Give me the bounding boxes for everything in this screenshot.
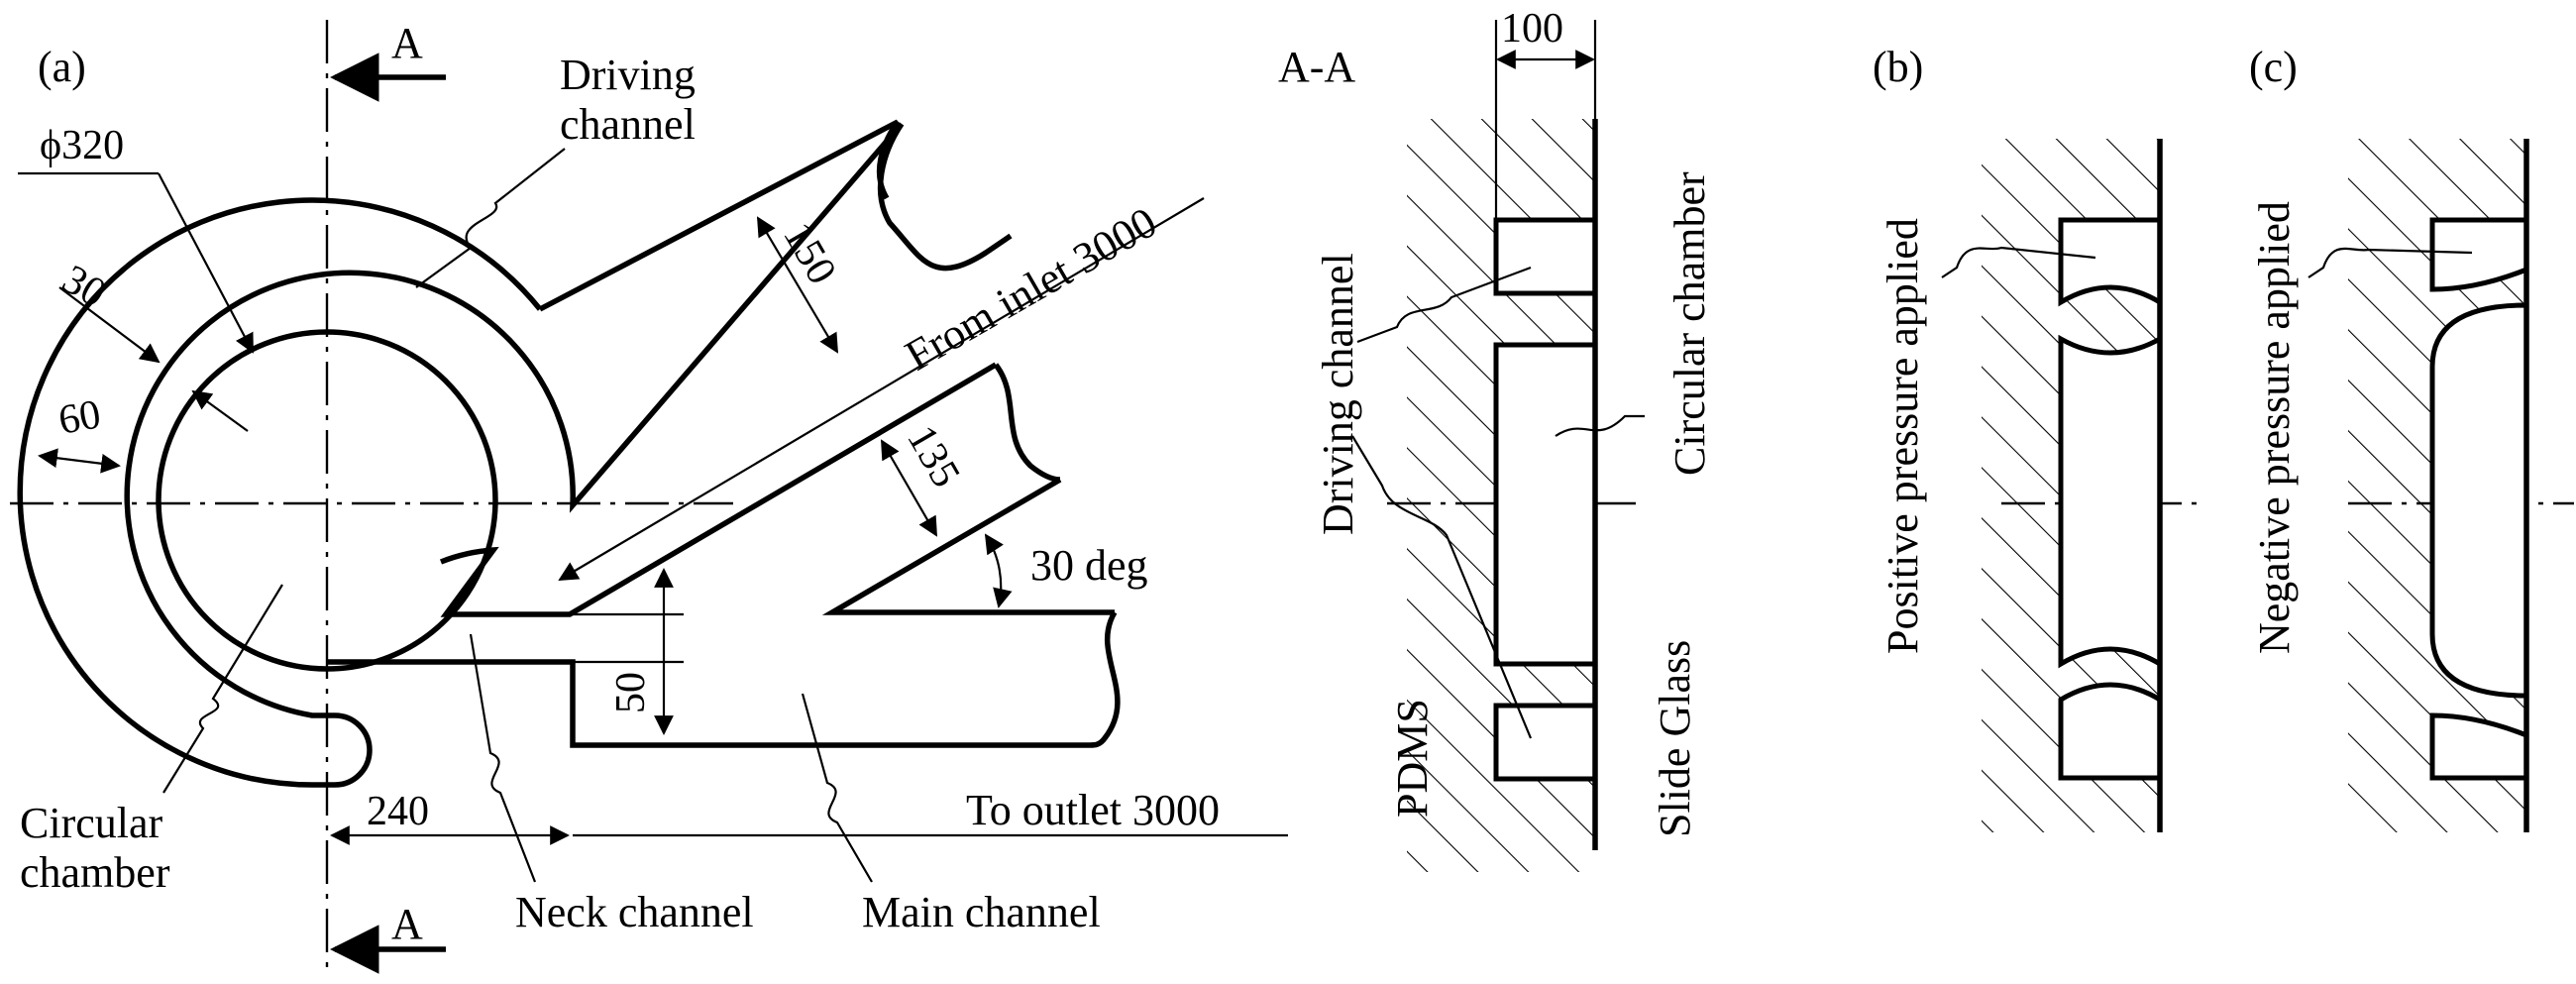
main-channel-label: Main channel — [862, 888, 1101, 936]
driving-channel-label-1: Driving — [560, 51, 696, 99]
circular-chamber-label-1: Circular — [20, 799, 163, 847]
channel-width-dim-line — [38, 448, 121, 474]
panel-b-caption: Positive pressure applied — [1878, 218, 1927, 654]
main-channel-lower-angled — [821, 477, 1115, 615]
main-width-dim-line — [881, 439, 937, 537]
circular-chamber-outline — [156, 329, 498, 672]
panel-b: (b) Positive pressure applied — [1873, 43, 2200, 832]
circular-chamber-cavity — [1493, 342, 1598, 667]
panel-b-cavity-bottom — [2058, 682, 2162, 781]
pdms-label: PDMS — [1388, 699, 1437, 818]
panel-c-leader — [2308, 247, 2473, 278]
section-aa-label: A-A — [1278, 43, 1355, 91]
section-marker-top: A — [330, 19, 446, 102]
angle-label: 30 deg — [1030, 541, 1148, 590]
section-circular-chamber-leader — [1555, 414, 1645, 437]
diameter-dimension: ϕ320 — [40, 123, 124, 168]
section-marker-top-letter: A — [391, 19, 423, 67]
slide-glass-label: Slide Glass — [1651, 640, 1699, 837]
panel-a-label: (a) — [38, 43, 86, 91]
panel-b-label: (b) — [1873, 43, 1923, 91]
wall-dimension: 30 — [54, 257, 113, 317]
wall-dim-line-1 — [58, 286, 161, 364]
driving-channel-label-2: channel — [560, 100, 696, 149]
to-outlet-label: To outlet 3000 — [966, 786, 1220, 834]
wall-dim-line-2 — [191, 389, 249, 432]
driving-channel-end — [877, 122, 1013, 272]
panel-b-cavity-top — [2058, 217, 2162, 307]
driving-channel-outline — [17, 122, 905, 788]
main-channel-end-upper — [993, 363, 1061, 483]
driving-width-dimension: 150 — [774, 215, 844, 292]
driving-channel-cavity-bottom — [1493, 703, 1598, 782]
panel-c-cavity-middle — [2429, 302, 2529, 699]
circular-chamber-leader — [162, 584, 283, 794]
panel-a: (a) A A Driving channel Circular chamber — [10, 19, 1288, 976]
panel-c-label: (c) — [2249, 43, 2298, 91]
panel-c-caption: Negative pressure applied — [2250, 201, 2299, 654]
driving-channel-upper-wall — [538, 119, 901, 312]
neck-channel-leader — [469, 633, 537, 883]
neck-width-dimension: 50 — [608, 672, 654, 713]
section-circular-chamber-label: Circular chamber — [1665, 171, 1714, 476]
driving-width-dim-line — [756, 216, 839, 354]
from-inlet-arrow — [558, 197, 1205, 582]
panel-c-cavity-top — [2429, 217, 2527, 292]
section-driving-channel-label: Driving channel — [1314, 253, 1362, 535]
pdms-leader — [1351, 435, 1533, 739]
main-channel-end-lower — [1089, 610, 1121, 748]
section-driving-channel-leader — [1356, 266, 1532, 344]
main-channel-leader — [801, 693, 873, 883]
neck-channel-upper — [439, 362, 998, 617]
panel-b-leader — [1941, 246, 2096, 278]
main-width-dimension: 135 — [898, 418, 968, 495]
panel-c-cavity-bottom — [2429, 712, 2527, 781]
panel-c: (c) Negative pressure applied — [2249, 43, 2574, 832]
circular-chamber-label-2: chamber — [20, 848, 170, 897]
angle-arc — [984, 533, 1013, 608]
channel-width-dimension: 60 — [55, 391, 104, 444]
width-dimension: 100 — [1501, 6, 1563, 52]
driving-channel-cavity-top — [1493, 217, 1598, 296]
section-aa: A-A 100 Driving channel Circular chamber… — [1278, 6, 1714, 872]
panel-b-cavity-middle — [2058, 334, 2162, 669]
neck-channel-label: Neck channel — [515, 888, 754, 936]
main-channel-bottom — [327, 659, 1090, 748]
section-marker-bottom: A — [330, 900, 446, 974]
section-marker-bottom-letter: A — [391, 900, 423, 948]
neck-length-dimension: 240 — [367, 789, 429, 834]
diameter-arrow — [158, 172, 254, 354]
from-inlet-label: From inlet 3000 — [898, 197, 1165, 380]
driving-channel-leader — [415, 148, 566, 288]
